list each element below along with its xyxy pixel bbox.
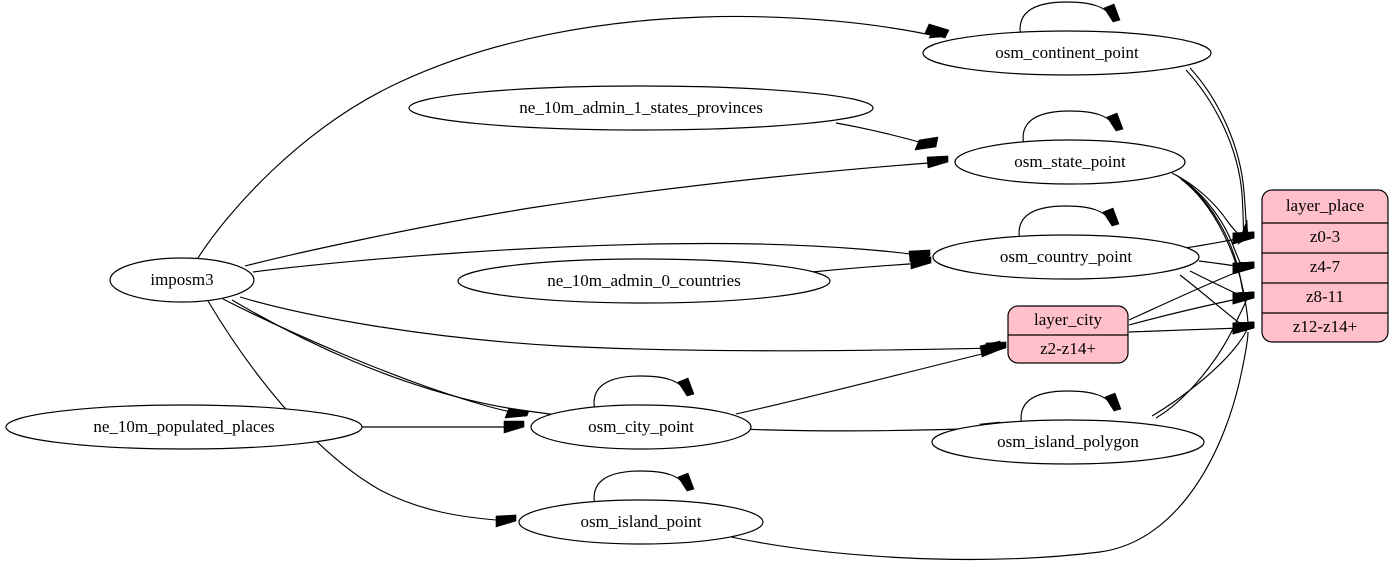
edge-osm-island-polygon-to-layer-place-z8-11 xyxy=(1155,291,1255,419)
node-osm-island-polygon[interactable]: osm_island_polygon xyxy=(931,419,1205,465)
node-osm-continent-point[interactable]: osm_continent_point xyxy=(922,30,1212,76)
node-label-osm-country-point: osm_country_point xyxy=(1000,247,1132,266)
self-loop-osm-city-point xyxy=(593,375,695,412)
edge-ne-countries-to-osm-country-point xyxy=(811,256,932,273)
node-ne-10m-admin-1-states-provinces[interactable]: ne_10m_admin_1_states_provinces xyxy=(408,85,874,131)
self-loop-osm-island-point xyxy=(593,470,695,507)
edge-imposm3-to-layer-city xyxy=(239,296,1007,355)
self-loop-osm-island-polygon xyxy=(1020,390,1122,427)
node-osm-city-point[interactable]: osm_city_point xyxy=(530,404,752,450)
edge-imposm3-to-osm-city-point xyxy=(222,298,530,419)
edge-imposm3-to-osm-continent-point xyxy=(197,15,950,259)
layer-city-title: layer_city xyxy=(1034,310,1102,329)
node-layer-city[interactable]: layer_city z2-z14+ xyxy=(1007,305,1129,364)
node-osm-country-point[interactable]: osm_country_point xyxy=(932,234,1200,280)
layer-place-row-z4-7[interactable]: z4-7 xyxy=(1310,257,1341,276)
layer-place-row-z8-11[interactable]: z8-11 xyxy=(1306,287,1344,306)
self-loop-osm-continent-point xyxy=(1019,1,1121,38)
layer-place-row-z0-3[interactable]: z0-3 xyxy=(1310,227,1340,246)
node-ne-10m-admin-0-countries[interactable]: ne_10m_admin_0_countries xyxy=(457,258,831,304)
edge-osm-island-polygon-to-layer-place-z12-z14 xyxy=(1151,321,1255,417)
edge-ne-states-to-osm-state-point xyxy=(835,122,939,151)
node-label-osm-continent-point: osm_continent_point xyxy=(995,43,1139,62)
node-layer-place[interactable]: layer_place z0-3 z4-7 z8-11 z12-z14+ xyxy=(1261,189,1389,343)
node-label-osm-state-point: osm_state_point xyxy=(1014,152,1126,171)
edge-ne-populated-to-osm-city-point xyxy=(362,420,525,434)
edge-layer xyxy=(197,1,1255,560)
node-label-osm-island-point: osm_island_point xyxy=(581,512,702,531)
layer-place-row-z12-z14[interactable]: z12-z14+ xyxy=(1293,317,1357,336)
edge-imposm3-to-osm-island-point xyxy=(207,300,517,528)
node-osm-island-point[interactable]: osm_island_point xyxy=(518,499,764,545)
node-label-imposm3: imposm3 xyxy=(150,270,213,289)
node-label-ne-populated: ne_10m_populated_places xyxy=(93,417,274,436)
edge-osm-city-point-to-layer-city xyxy=(735,340,1003,415)
node-imposm3[interactable]: imposm3 xyxy=(109,257,255,303)
edge-layer-city-to-layer-place-z4-7 xyxy=(1128,261,1255,321)
node-label-ne-countries: ne_10m_admin_0_countries xyxy=(547,271,741,290)
edge-osm-continent-point-to-layer-place-z0-3 xyxy=(1185,67,1255,245)
layer-place-title: layer_place xyxy=(1286,196,1364,215)
edge-osm-country-point-to-layer-place-z0-3 xyxy=(1184,231,1255,249)
node-ne-10m-populated-places[interactable]: ne_10m_populated_places xyxy=(5,404,363,450)
self-loop-osm-country-point xyxy=(1018,205,1120,242)
layer-city-row-z2-z14[interactable]: z2-z14+ xyxy=(1040,339,1096,358)
node-label-osm-city-point: osm_city_point xyxy=(588,417,694,436)
node-osm-state-point[interactable]: osm_state_point xyxy=(954,139,1186,185)
node-label-osm-island-polygon: osm_island_polygon xyxy=(997,432,1139,451)
self-loop-osm-state-point xyxy=(1022,110,1124,147)
edge-imposm3-to-osm-state-point xyxy=(244,155,949,267)
node-layer: imposm3 ne_10m_admin_1_states_provinces … xyxy=(5,30,1389,545)
node-label-ne-states: ne_10m_admin_1_states_provinces xyxy=(519,98,763,117)
edge-osm-island-point-to-layer-place-z12-z14 xyxy=(730,321,1255,560)
